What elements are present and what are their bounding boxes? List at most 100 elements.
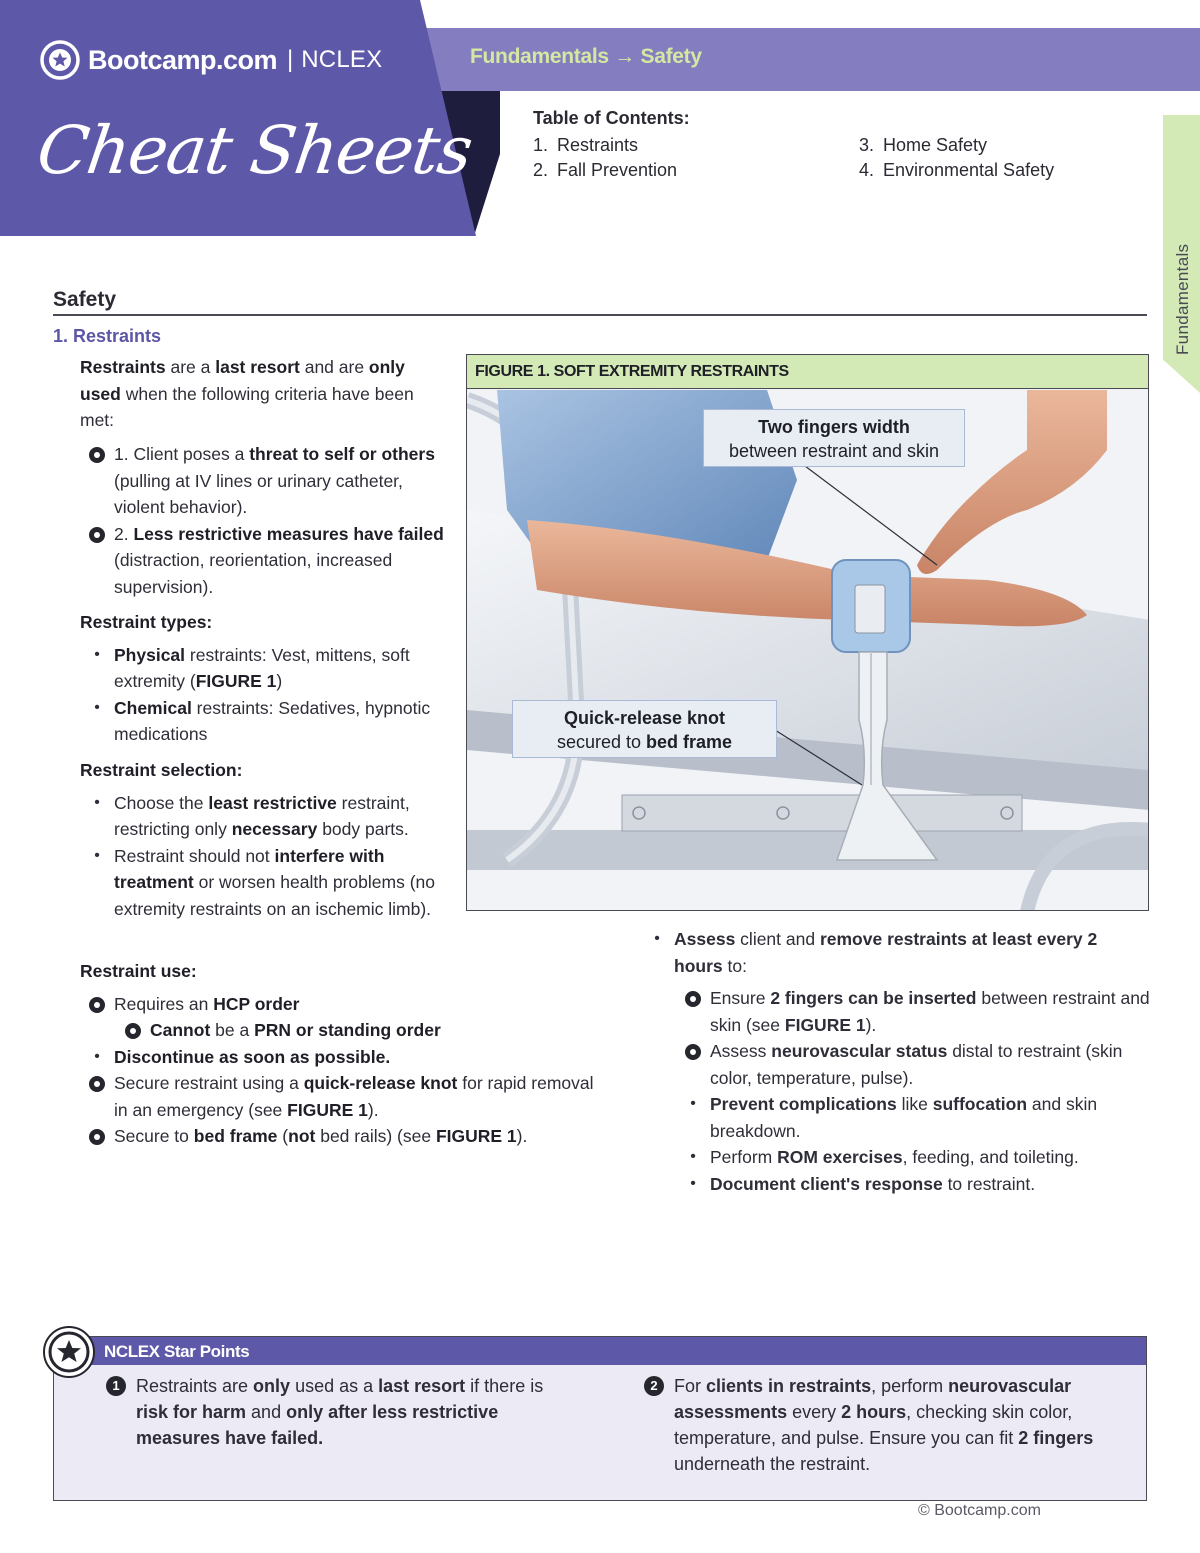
text-bold: Document client's response [710, 1173, 943, 1194]
list-item: • Choose the least restrictive restraint… [80, 790, 460, 843]
restraint-use: Restraint use: Requires an HCP order Can… [80, 958, 600, 1150]
text-bold: only [253, 1376, 291, 1396]
text: client and [735, 929, 820, 949]
text: for rapid removal in an emergency (see [114, 1073, 594, 1120]
criteria-item: 1. Client poses a threat to self or othe… [80, 441, 455, 521]
text: , perform [871, 1376, 949, 1396]
figure-soft-extremity-restraints: FIGURE 1. SOFT EXTREMITY RESTRAINTS [466, 354, 1149, 911]
text-bold: Restraints [80, 357, 166, 377]
text-bold: Assess [674, 929, 736, 949]
text-bold: 2 fingers [1018, 1428, 1094, 1448]
list-item: • Physical restraints: Vest, mittens, so… [80, 642, 460, 695]
text: body parts. [317, 819, 409, 839]
figure-ref[interactable]: FIGURE 1 [435, 1126, 517, 1146]
text: ) [276, 671, 283, 691]
toc-item-fall-prevention[interactable]: 2.Fall Prevention [533, 160, 859, 181]
text-bold: neurovascular status [771, 1041, 948, 1061]
figure-ref[interactable]: FIGURE 1 [287, 1099, 368, 1120]
text: between restraint and skin (see [710, 988, 1150, 1035]
text: (pulling at IV lines or urinary catheter… [114, 470, 403, 518]
text-bold: least restrictive [208, 792, 337, 813]
text: secured to [556, 732, 647, 752]
figure-ref[interactable]: FIGURE 1 [784, 1014, 866, 1035]
list-item: Secure to bed frame (not bed rails) (see… [80, 1123, 600, 1150]
toc-item-environmental-safety[interactable]: 4.Environmental Safety [859, 160, 1119, 181]
bullet-icon: • [94, 846, 100, 864]
text: restraint, restricting only [114, 792, 410, 840]
toc-number: 4. [859, 160, 875, 180]
text: and [246, 1402, 287, 1422]
text-bold: clients in restraints [706, 1376, 872, 1396]
star-points-header: NCLEX Star Points [54, 1337, 1146, 1365]
text: Choose the [114, 792, 209, 813]
text-bold: Cannot [150, 1020, 211, 1040]
list-item: Assess neurovascular status distal to re… [676, 1038, 1150, 1091]
text-bold: last resort [215, 357, 300, 377]
text: (distraction, reorientation, increased s… [114, 550, 393, 597]
figure-title: FIGURE 1. SOFT EXTREMITY RESTRAINTS [475, 363, 789, 380]
figure-header: FIGURE 1. SOFT EXTREMITY RESTRAINTS [467, 355, 1148, 389]
text: restraints: Sedatives, hypnotic medicati… [114, 697, 431, 745]
text: if there is [465, 1376, 544, 1396]
restraint-illustration [467, 390, 1148, 910]
brand[interactable]: Bootcamp.com | NCLEX [40, 40, 382, 80]
text: ). [516, 1126, 528, 1146]
ring-bullet-icon [86, 991, 108, 1018]
bootcamp-logo-icon [40, 40, 80, 80]
toc-label: Restraints [557, 135, 639, 155]
callout-quick-release-knot: Quick-release knot secured to bed frame [512, 700, 777, 758]
restraint-use-label: Restraint use: [80, 961, 197, 981]
number-1-icon: 1 [106, 1376, 126, 1396]
text-bold: neurovascular assessments [674, 1376, 1072, 1422]
text-bold: 2 hours [841, 1402, 907, 1422]
breadcrumb[interactable]: Fundamentals → Safety [470, 45, 702, 68]
toc-item-home-safety[interactable]: 3.Home Safety [859, 135, 1119, 156]
toc-item-restraints[interactable]: 1. Restraints [533, 135, 859, 156]
list-item: • Document client's response to restrain… [676, 1171, 1150, 1198]
text: ). [865, 1014, 877, 1035]
star-badge-icon [43, 1326, 95, 1378]
side-tab-fundamentals[interactable]: Fundamentals [1163, 115, 1200, 393]
ring-bullet-icon [682, 985, 704, 1012]
text-bold: PRN or standing order [254, 1020, 441, 1040]
text: and skin breakdown. [710, 1094, 1098, 1141]
text: Requires an [114, 993, 214, 1014]
text-bold: Prevent complications [710, 1094, 897, 1114]
list-item: • Assess client and remove restraints at… [640, 926, 1150, 979]
bullet-icon: • [94, 645, 100, 663]
text: like [896, 1094, 933, 1114]
toc-number: 1. [533, 135, 549, 155]
text-bold: not [288, 1126, 316, 1146]
text: every [787, 1402, 842, 1422]
star-point-2: 2 For clients in restraints, perform neu… [644, 1373, 1124, 1477]
text-bold: necessary [231, 819, 318, 839]
intro-paragraph: Restraints are a last resort and are onl… [80, 354, 450, 434]
restraint-types: Restraint types: • Physical restraints: … [80, 609, 460, 748]
text: restraints: Vest, mittens, soft extremit… [114, 644, 410, 692]
cheat-sheets-title: Cheat Sheets [32, 112, 477, 189]
text: ). [367, 1099, 379, 1120]
toc-label: Home Safety [883, 135, 988, 155]
list-item: Ensure 2 fingers can be inserted between… [676, 985, 1150, 1038]
text-bold: only after less restrictive measures hav… [136, 1402, 499, 1448]
section-divider [53, 314, 1147, 316]
text: , checking skin color, temperature, and … [674, 1402, 1073, 1448]
text: Perform [710, 1147, 778, 1167]
star-points-box: NCLEX Star Points 1 Restraints are only … [53, 1336, 1147, 1501]
text-bold: Chemical [114, 697, 192, 718]
restraint-types-label: Restraint types: [80, 612, 213, 632]
list-item: • Chemical restraints: Sedatives, hypnot… [80, 695, 460, 748]
text-bold: risk for harm [136, 1402, 247, 1422]
brand-name: Bootcamp.com [88, 44, 278, 75]
list-item: Secure restraint using a quick-release k… [80, 1070, 600, 1123]
figure-ref[interactable]: FIGURE 1 [195, 671, 277, 691]
text: , feeding, and toileting. [902, 1147, 1079, 1167]
text: Secure restraint using a [114, 1073, 304, 1093]
ring-bullet-icon [86, 1070, 108, 1097]
text: distal to restraint (skin color, tempera… [710, 1041, 1123, 1088]
text: and are [299, 357, 369, 377]
ring-bullet-icon [682, 1038, 704, 1065]
side-tab-label: Fundamentals [1173, 243, 1192, 355]
text-bold: bed frame [193, 1126, 278, 1146]
text: or worsen health problems (no extremity … [114, 872, 435, 919]
